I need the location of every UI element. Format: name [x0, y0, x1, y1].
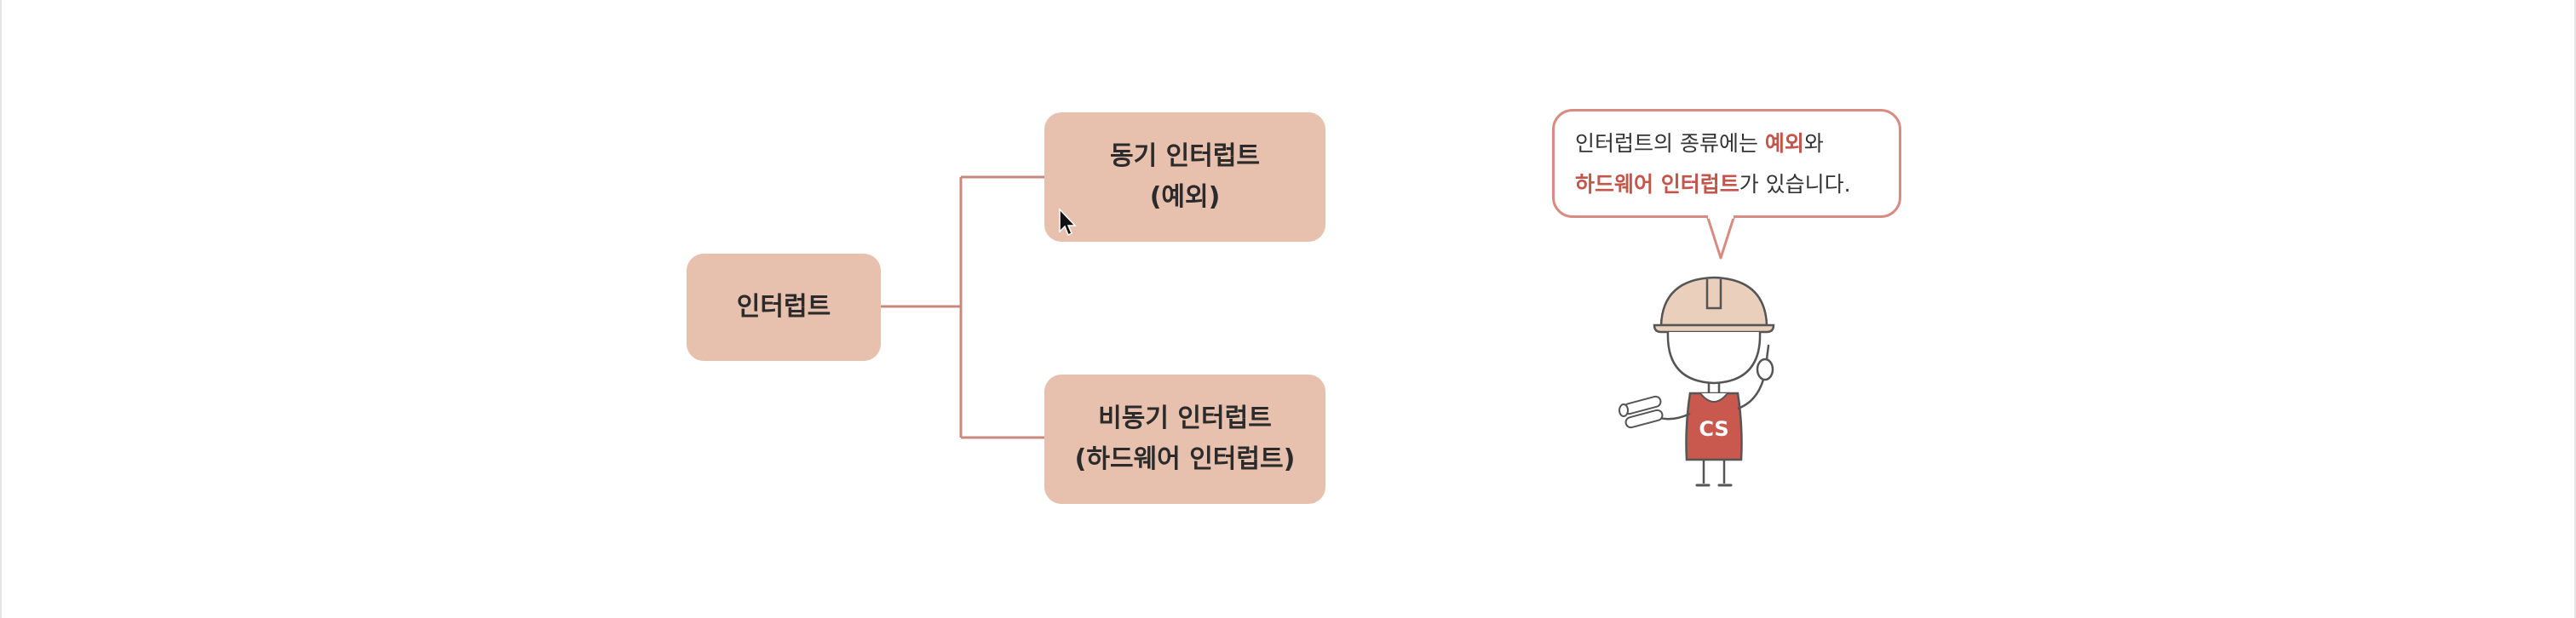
node-interrupt-label: 인터럽트: [736, 292, 831, 322]
speech-highlight-hardware-interrupt: 하드웨어 인터럽트: [1575, 172, 1739, 197]
shirt-text: CS: [1699, 417, 1728, 441]
node-async-interrupt-line1: 비동기 인터럽트: [1098, 403, 1272, 433]
helmet-icon: [1653, 276, 1775, 334]
speech-highlight-exception: 예외: [1764, 131, 1804, 156]
speech-text-part: 가 있습니다.: [1739, 172, 1851, 197]
mouse-cursor-icon: [1059, 208, 1077, 237]
speech-bubble-tail: [1705, 215, 1736, 260]
node-interrupt: 인터럽트: [687, 254, 881, 361]
speech-bubble-line2: 하드웨어 인터럽트가 있습니다.: [1575, 164, 1878, 205]
node-async-interrupt: 비동기 인터럽트 (하드웨어 인터럽트): [1044, 375, 1325, 504]
speech-text-part: 와: [1803, 131, 1824, 156]
node-sync-interrupt-line1: 동기 인터럽트: [1109, 141, 1261, 171]
node-sync-interrupt-line2: (예외): [1149, 182, 1221, 212]
speech-bubble-line1: 인터럽트의 종류에는 예외와: [1575, 123, 1878, 164]
speech-text-part: 인터럽트의 종류에는: [1575, 131, 1765, 156]
speech-bubble: 인터럽트의 종류에는 예외와 하드웨어 인터럽트가 있습니다.: [1552, 109, 1901, 218]
node-sync-interrupt: 동기 인터럽트 (예외): [1044, 112, 1325, 242]
scroll-icon: [1619, 395, 1664, 429]
cs-mascot-character: CS: [1619, 276, 1775, 487]
node-async-interrupt-line2: (하드웨어 인터럽트): [1074, 444, 1296, 474]
